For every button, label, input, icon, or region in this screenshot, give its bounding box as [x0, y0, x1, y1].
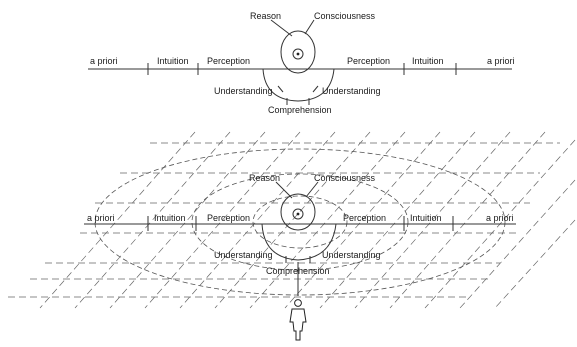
bottom-label-perception-right: Perception — [343, 213, 386, 223]
top-label-perception-left: Perception — [207, 56, 250, 66]
top-label-a-priori-left: a priori — [90, 56, 118, 66]
grid-d-line — [319, 131, 476, 309]
top-understanding-arc — [262, 68, 335, 102]
top-diagram: Reason Consciousness a priori Intuition … — [88, 11, 515, 115]
top-label-intuition-left: Intuition — [157, 56, 189, 66]
grid-d-line — [109, 131, 266, 309]
bottom-label-intuition-left: Intuition — [154, 213, 186, 223]
bottom-reason-pointer — [275, 181, 293, 199]
bottom-label-understanding-right: Understanding — [322, 250, 381, 260]
grid-d-line — [284, 131, 441, 309]
grid-d-line — [389, 131, 546, 309]
top-reason-pointer — [270, 19, 293, 37]
top-consciousness-pointer — [304, 19, 315, 35]
bottom-label-reason: Reason — [249, 173, 280, 183]
bottom-label-comprehension: Comprehension — [266, 266, 330, 276]
bottom-diagram: Reason Consciousness a priori Intuition … — [8, 131, 576, 341]
top-label-reason: Reason — [250, 11, 281, 21]
top-understanding-left-pointer — [277, 85, 284, 93]
top-reason-dot — [296, 52, 300, 56]
bottom-label-consciousness: Consciousness — [314, 173, 376, 183]
bottom-consciousness-outer-circle — [280, 193, 316, 231]
top-label-understanding-left: Understanding — [214, 86, 273, 96]
grid-d-line — [494, 219, 576, 309]
middle-ellipse — [191, 173, 409, 271]
bottom-label-perception-left: Perception — [207, 213, 250, 223]
grid-d-line — [144, 131, 301, 309]
top-label-comprehension: Comprehension — [268, 105, 332, 115]
top-label-a-priori-right: a priori — [487, 56, 515, 66]
bottom-label-a-priori-right: a priori — [486, 213, 514, 223]
human-figure-icon — [289, 299, 307, 341]
grid-d-line — [249, 131, 406, 309]
bottom-label-intuition-right: Intuition — [410, 213, 442, 223]
grid-d-line — [39, 131, 196, 309]
grid-d-line — [354, 131, 511, 309]
top-consciousness-outer-circle — [280, 30, 316, 74]
grid-d-line — [74, 131, 231, 309]
top-label-intuition-right: Intuition — [412, 56, 444, 66]
top-label-perception-right: Perception — [347, 56, 390, 66]
grid-d-line — [214, 131, 371, 309]
top-reason-inner-circle — [292, 48, 304, 60]
top-label-consciousness: Consciousness — [314, 11, 376, 21]
bottom-consciousness-pointer — [305, 181, 319, 198]
top-label-understanding-right: Understanding — [322, 86, 381, 96]
bottom-reason-dot — [296, 212, 300, 216]
bottom-understanding-bowl — [261, 223, 337, 261]
grid-d-line — [459, 179, 576, 309]
outer-horizon-ellipse — [94, 148, 506, 296]
bottom-label-understanding-left: Understanding — [214, 250, 273, 260]
bottom-label-a-priori-left: a priori — [87, 213, 115, 223]
bottom-reason-inner-circle — [292, 208, 304, 220]
grid-d-line — [179, 131, 336, 309]
inner-ellipse — [252, 195, 348, 249]
top-understanding-right-pointer — [312, 85, 319, 93]
